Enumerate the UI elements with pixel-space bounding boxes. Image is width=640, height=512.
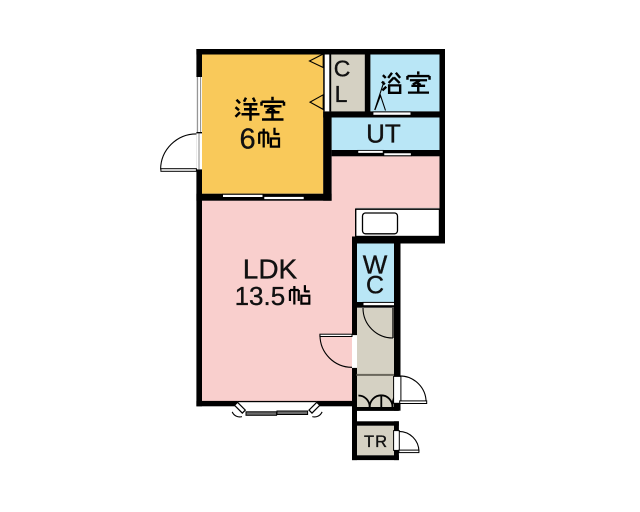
svg-text:6: 6 — [240, 123, 256, 155]
svg-text:LDK: LDK — [243, 254, 298, 285]
svg-text:UT: UT — [366, 118, 401, 148]
svg-text:L: L — [335, 81, 348, 107]
svg-text:C: C — [366, 272, 384, 300]
svg-text:C: C — [334, 56, 351, 82]
svg-text:13.5: 13.5 — [235, 281, 286, 311]
svg-text:TR: TR — [364, 433, 388, 451]
svg-text:W: W — [363, 250, 388, 280]
